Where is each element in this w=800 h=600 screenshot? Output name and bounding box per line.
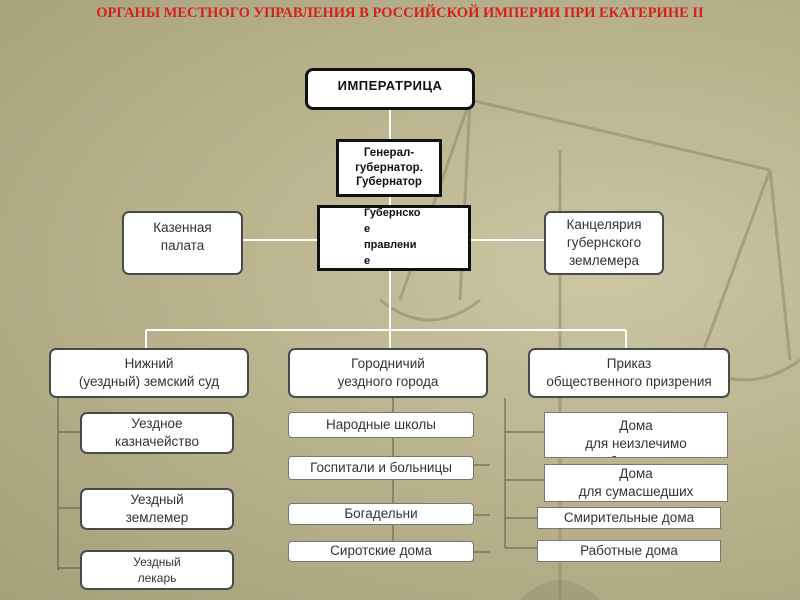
node-mayor-label: Городничий уездного города <box>337 355 439 389</box>
node-public-schools: Народные школы <box>288 412 474 438</box>
node-district-doctor-label: Уездный лекарь <box>133 554 181 585</box>
node-provincial-board-label: Губернско е правлени е <box>364 207 421 267</box>
node-orphanages-label: Сиротские дома <box>330 543 432 559</box>
node-workhouses-label: Работные дома <box>580 542 678 558</box>
node-hospitals: Госпитали и больницы <box>288 456 474 480</box>
node-treasury-chamber: Казенная палата <box>122 211 243 275</box>
node-mayor: Городничий уездного города <box>288 348 488 398</box>
node-district-surveyor: Уездный землемер <box>80 488 234 530</box>
node-insane: Дома для сумасшедших <box>544 464 728 502</box>
node-correction: Смирительные дома <box>537 507 721 529</box>
node-provincial-board: Губернско е правлени е <box>317 205 471 271</box>
node-public-schools-label: Народные школы <box>326 416 436 432</box>
node-district-treasury: Уездное казначейство <box>80 412 234 454</box>
node-public-charity: Приказ общественного призрения <box>528 348 730 398</box>
page-title: ОРГАНЫ МЕСТНОГО УПРАВЛЕНИЯ В РОССИЙСКОЙ … <box>96 5 704 21</box>
node-treasury-chamber-label: Казенная палата <box>153 220 212 254</box>
node-district-treasury-label: Уездное казначейство <box>115 415 199 449</box>
node-district-surveyor-label: Уездный землемер <box>125 491 189 525</box>
node-empress: ИМПЕРАТРИЦА <box>305 68 475 110</box>
node-governor-general: Генерал- губернатор. Губернатор <box>336 139 442 197</box>
node-public-charity-label: Приказ общественного призрения <box>546 355 712 389</box>
node-incurables-label: Дома для неизлечимо больных <box>585 418 687 457</box>
node-governor-general-label: Генерал- губернатор. Губернатор <box>355 147 423 189</box>
node-workhouses: Работные дома <box>537 540 721 562</box>
node-insane-label: Дома для сумасшедших <box>578 465 694 499</box>
node-orphanages: Сиротские дома <box>288 541 474 562</box>
node-hospitals-label: Госпитали и больницы <box>310 459 452 475</box>
node-correction-label: Смирительные дома <box>563 509 695 525</box>
node-lower-court: Нижний (уездный) земский суд <box>49 348 249 398</box>
node-surveyor-office-label: Канцелярия губернского землемера <box>566 216 642 269</box>
node-incurables: Дома для неизлечимо больных <box>544 412 728 458</box>
node-almshouses: Богадельни <box>288 503 474 525</box>
node-lower-court-label: Нижний (уездный) земский суд <box>78 355 220 389</box>
node-district-doctor: Уездный лекарь <box>80 550 234 590</box>
node-surveyor-office: Канцелярия губернского землемера <box>544 211 664 275</box>
node-empress-label: ИМПЕРАТРИЦА <box>337 78 443 93</box>
node-almshouses-label: Богадельни <box>344 505 418 521</box>
